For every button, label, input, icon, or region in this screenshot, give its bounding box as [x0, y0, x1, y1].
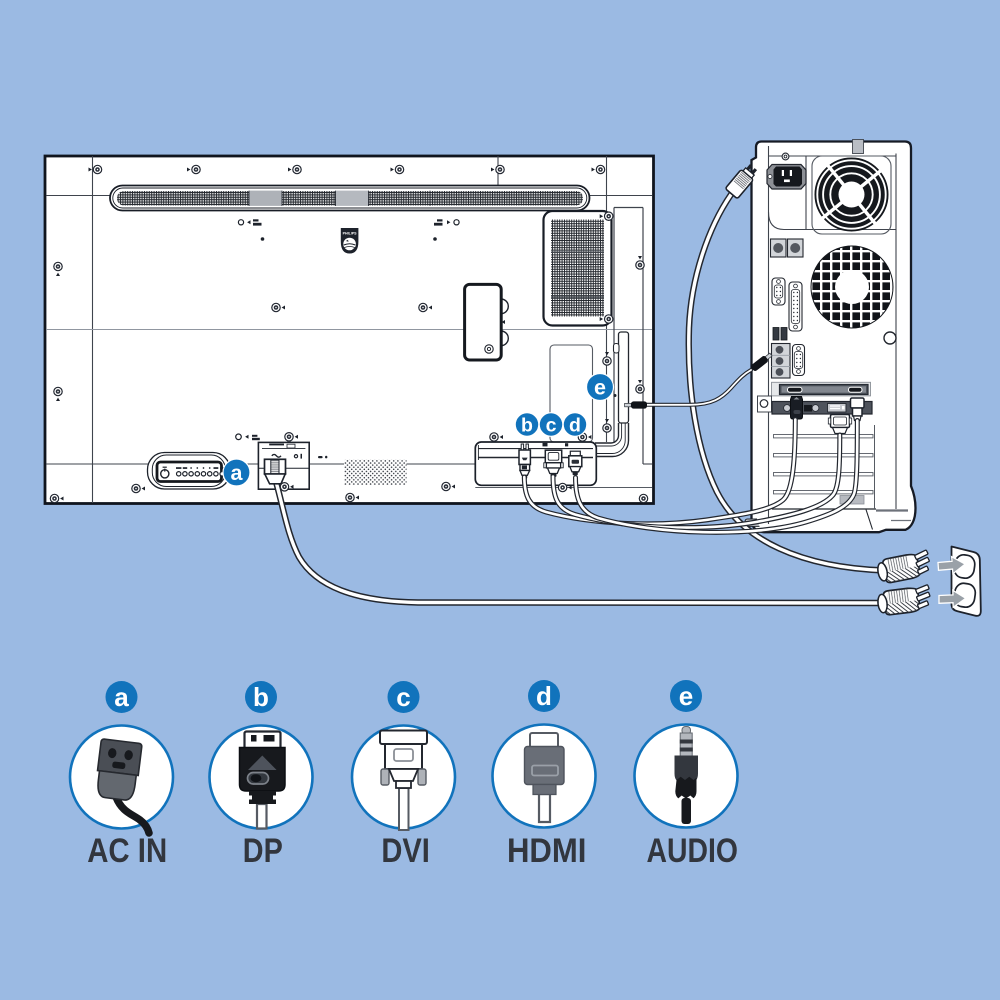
svg-text:e: e [594, 376, 606, 400]
svg-text:c: c [546, 415, 557, 437]
svg-text:e: e [679, 681, 693, 711]
svg-text:DP: DP [243, 832, 283, 870]
svg-text:AUDIO: AUDIO [646, 832, 738, 870]
svg-text:d: d [536, 681, 552, 711]
svg-text:b: b [521, 415, 533, 437]
svg-text:b: b [253, 682, 269, 712]
svg-text:c: c [396, 682, 410, 712]
svg-text:a: a [114, 682, 129, 712]
svg-text:PHILIPS: PHILIPS [343, 232, 358, 236]
svg-text:HDMI: HDMI [507, 832, 587, 870]
svg-text:AC IN: AC IN [87, 832, 167, 870]
svg-text:a: a [231, 461, 244, 485]
svg-text:DVI: DVI [381, 832, 430, 870]
svg-text:d: d [569, 415, 581, 437]
